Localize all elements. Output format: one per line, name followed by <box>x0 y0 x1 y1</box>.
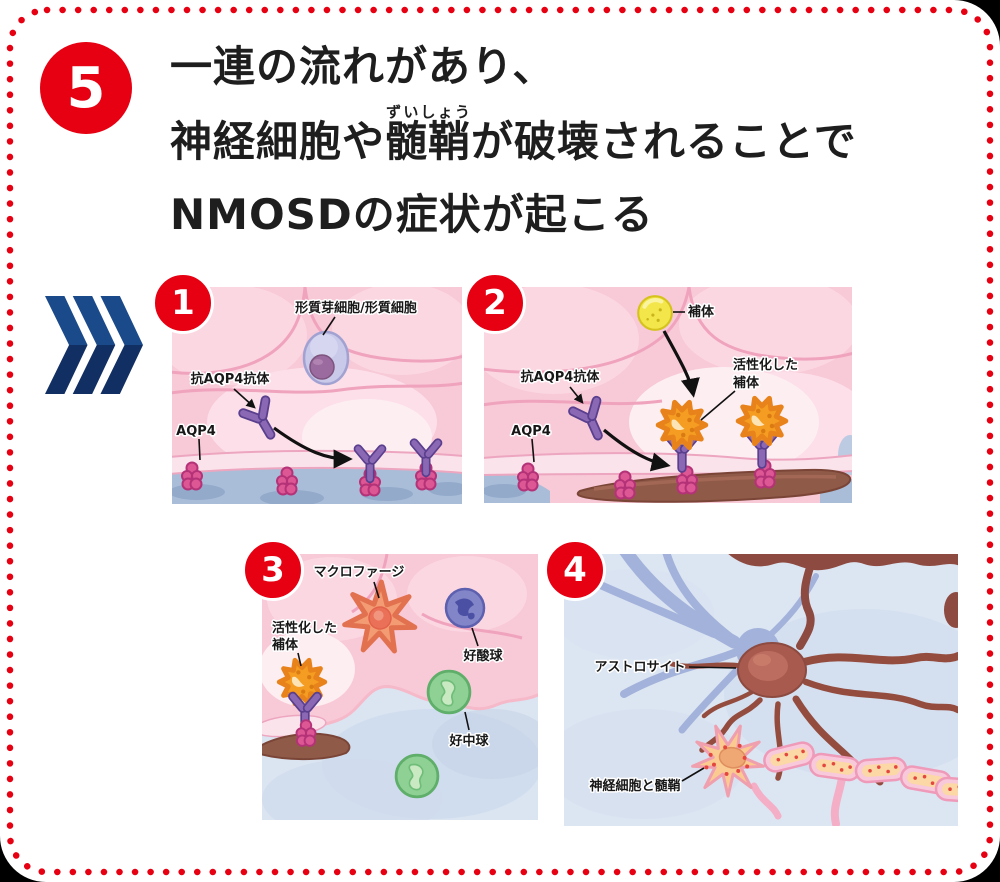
title-line-3: NMOSDの症状が起こる <box>170 190 654 239</box>
label-plasma-cell: 形質芽細胞/形質細胞 <box>295 300 417 316</box>
label-macrophage: マクロファージ <box>314 565 405 580</box>
leader-line <box>688 666 737 669</box>
label-anti-aqp4-antibody: 抗AQP4抗体 <box>521 369 601 385</box>
label-activated-complement-1: 活性化した <box>733 357 798 373</box>
label-aqp4: AQP4 <box>176 424 216 439</box>
step-number-badge: 5 <box>40 42 132 134</box>
leader-line <box>198 438 201 461</box>
panel-2: 補体 活性化した 補体 抗AQP4抗体 AQP4 <box>484 287 852 503</box>
neutrophil <box>426 669 472 715</box>
ruby-zuisho: 髄鞘ずいしょう <box>385 103 472 166</box>
label-anti-aqp4-antibody: 抗AQP4抗体 <box>191 371 271 387</box>
panel-3-badge: 3 <box>242 539 304 601</box>
astrocyte-body <box>737 642 807 698</box>
panel-4-illustration: アストロサイト 神経細胞と髄鞘 <box>564 554 958 826</box>
title-line-2: 神経細胞や髄鞘ずいしょうが破壊されることで <box>170 103 857 166</box>
label-activated-complement-1: 活性化した <box>272 620 337 636</box>
triple-chevron-right-icon <box>45 296 143 394</box>
panel-2-illustration: 補体 活性化した 補体 抗AQP4抗体 AQP4 <box>484 287 852 503</box>
label-activated-complement-2: 補体 <box>732 375 760 391</box>
label-aqp4: AQP4 <box>511 424 551 439</box>
label-nerve-cell-myelin: 神経細胞と髄鞘 <box>589 778 680 794</box>
activated-complement <box>658 402 706 447</box>
eosinophil <box>444 587 486 629</box>
panel-1: 形質芽細胞/形質細胞 抗AQP4抗体 AQP4 <box>172 287 462 504</box>
label-neutrophil: 好中球 <box>448 733 489 749</box>
step-number: 5 <box>66 55 106 121</box>
complement <box>638 296 672 330</box>
neutrophil <box>394 753 440 799</box>
label-astrocyte: アストロサイト <box>594 660 685 675</box>
panel-2-badge: 2 <box>464 272 526 334</box>
label-eosinophil: 好酸球 <box>462 648 503 664</box>
panel-3: マクロファージ 活性化した 補体 好酸球 好中球 <box>262 554 538 820</box>
label-complement: 補体 <box>687 304 715 320</box>
panel-1-illustration: 形質芽細胞/形質細胞 抗AQP4抗体 AQP4 <box>172 287 462 504</box>
panel-4: アストロサイト 神経細胞と髄鞘 <box>564 554 958 826</box>
panel-4-badge: 4 <box>544 539 606 601</box>
page-title: 一連の流れがあり、 神経細胞や髄鞘ずいしょうが破壊されることで NMOSDの症状… <box>170 30 910 251</box>
plasma-cell <box>302 330 350 386</box>
panel-1-badge: 1 <box>152 272 214 334</box>
title-line-1: 一連の流れがあり、 <box>170 42 556 91</box>
panel-3-illustration: マクロファージ 活性化した 補体 好酸球 好中球 <box>262 554 538 820</box>
label-activated-complement-2: 補体 <box>271 637 299 653</box>
activated-complement <box>738 398 786 443</box>
